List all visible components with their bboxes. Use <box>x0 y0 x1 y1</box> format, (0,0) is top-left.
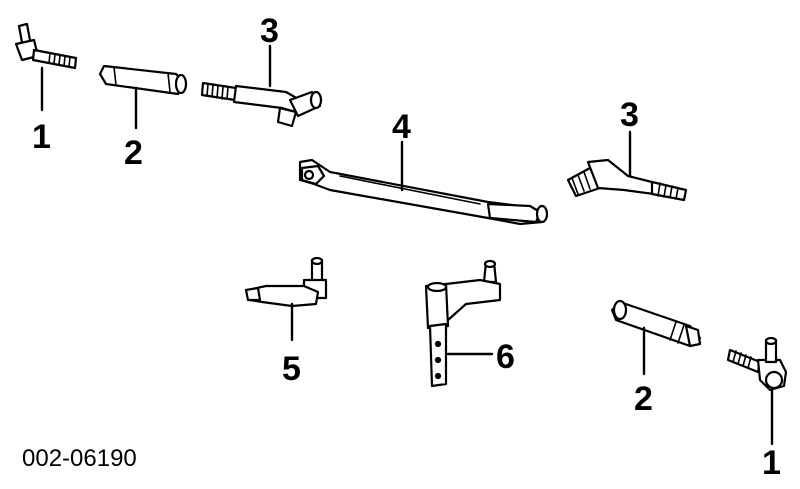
adjusting-sleeve-top-left <box>98 64 188 96</box>
idler-arm <box>424 259 502 388</box>
callout-2-top-left: 2 <box>124 134 143 172</box>
callout-2-bottom-right: 2 <box>634 380 653 418</box>
callout-1-top-left: 1 <box>32 118 51 156</box>
callout-3-top: 3 <box>260 12 279 50</box>
figure-code: 002-06190 <box>22 445 137 472</box>
center-link <box>298 158 549 226</box>
pitman-arm <box>244 256 328 308</box>
callout-3-right: 3 <box>620 96 639 134</box>
inner-tie-rod-end-top <box>200 81 323 128</box>
callout-1-bottom-right: 1 <box>762 444 781 482</box>
adjusting-sleeve-bottom-right <box>610 299 702 348</box>
tie-rod-end-right <box>566 158 688 202</box>
outer-tie-rod-end-bottom-right <box>726 336 788 392</box>
callout-5: 5 <box>282 350 301 388</box>
outer-tie-rod-end-top-left <box>14 22 78 70</box>
callout-6: 6 <box>496 338 515 376</box>
callout-4: 4 <box>392 108 411 146</box>
